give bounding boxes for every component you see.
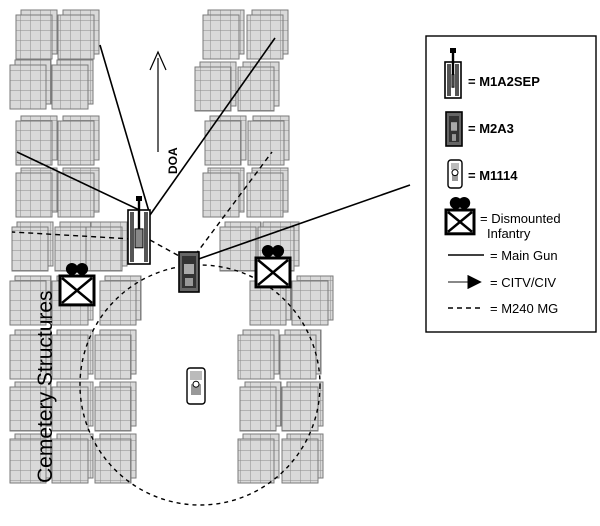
- crypt-block: [15, 115, 58, 166]
- dismounted-infantry-icon: [254, 245, 292, 289]
- crypt-block: [15, 9, 58, 60]
- legend-m2a3-icon: [445, 111, 463, 147]
- main-gun-line: [99, 44, 151, 216]
- crypt-block: [204, 115, 247, 166]
- legend-m1114-icon: [447, 159, 463, 189]
- crypt-block: [15, 167, 58, 218]
- crypt-block: [57, 9, 100, 60]
- crypt-block: [237, 433, 280, 484]
- legend-m1a2sep-icon: [444, 48, 462, 99]
- crypt-block: [9, 381, 52, 432]
- cemetery-structures: [9, 9, 334, 484]
- legend-main-gun-label: = Main Gun: [490, 248, 558, 263]
- crypt-block: [281, 433, 324, 484]
- m240-mg-line: [189, 151, 273, 263]
- vehicle-icons: [58, 196, 292, 405]
- crypt-block: [279, 329, 322, 380]
- sector-lines: [11, 37, 411, 506]
- crypt-block: [94, 329, 137, 380]
- crypt-block: [246, 9, 289, 60]
- m1a2sep-icon: [127, 196, 151, 265]
- legend-m240-label: = M240 MG: [490, 301, 558, 316]
- legend-m1114-label: = M1114: [468, 168, 518, 183]
- crypt-block: [9, 433, 52, 484]
- crypt-block: [202, 167, 245, 218]
- legend-infantry-label: = Dismounted: [480, 211, 561, 226]
- crypt-block: [94, 381, 137, 432]
- m1114-icon: [186, 367, 206, 405]
- legend-citv-label: = CITV/CIV: [490, 275, 556, 290]
- m1114-coverage-circle: [79, 264, 321, 506]
- dismounted-infantry-icon: [58, 263, 96, 307]
- crypt-block: [51, 329, 94, 380]
- crypt-block: [281, 381, 324, 432]
- crypt-block: [237, 61, 280, 112]
- legend-m2a3-label: = M2A3: [468, 121, 514, 136]
- diagram-labels: DOA Cemetery Structures: [34, 147, 180, 483]
- crypt-block: [239, 381, 282, 432]
- crypt-block: [11, 221, 54, 272]
- crypt-block: [51, 59, 94, 110]
- crypt-block: [9, 275, 52, 326]
- crypt-block: [57, 115, 100, 166]
- doa-label: DOA: [166, 147, 180, 174]
- crypt-block: [237, 329, 280, 380]
- crypt-block: [94, 433, 137, 484]
- main-gun-line: [16, 151, 151, 216]
- legend-infantry-icon: [444, 197, 476, 236]
- legend-infantry-label-2: Infantry: [487, 226, 531, 241]
- legend: = M1A2SEP = M2A3 = M1114 = DismountedInfant…: [425, 35, 597, 333]
- doa-arrowhead: [149, 50, 167, 71]
- crypt-block: [202, 9, 245, 60]
- crypt-block: [99, 275, 142, 326]
- crypt-block: [291, 275, 334, 326]
- crypt-block: [57, 167, 100, 218]
- crypt-block: [194, 61, 237, 112]
- crypt-block: [246, 167, 289, 218]
- main-gun-line: [149, 37, 276, 216]
- legend-m1a2sep-label: = M1A2SEP: [468, 74, 540, 89]
- crypt-block: [9, 329, 52, 380]
- cemetery-structures-label: Cemetery Structures: [34, 290, 57, 483]
- crypt-block: [9, 59, 52, 110]
- crypt-block: [85, 221, 128, 272]
- crypt-block: [51, 381, 94, 432]
- main-gun-line: [189, 184, 411, 263]
- crypt-block: [51, 433, 94, 484]
- m2a3-icon: [178, 251, 200, 293]
